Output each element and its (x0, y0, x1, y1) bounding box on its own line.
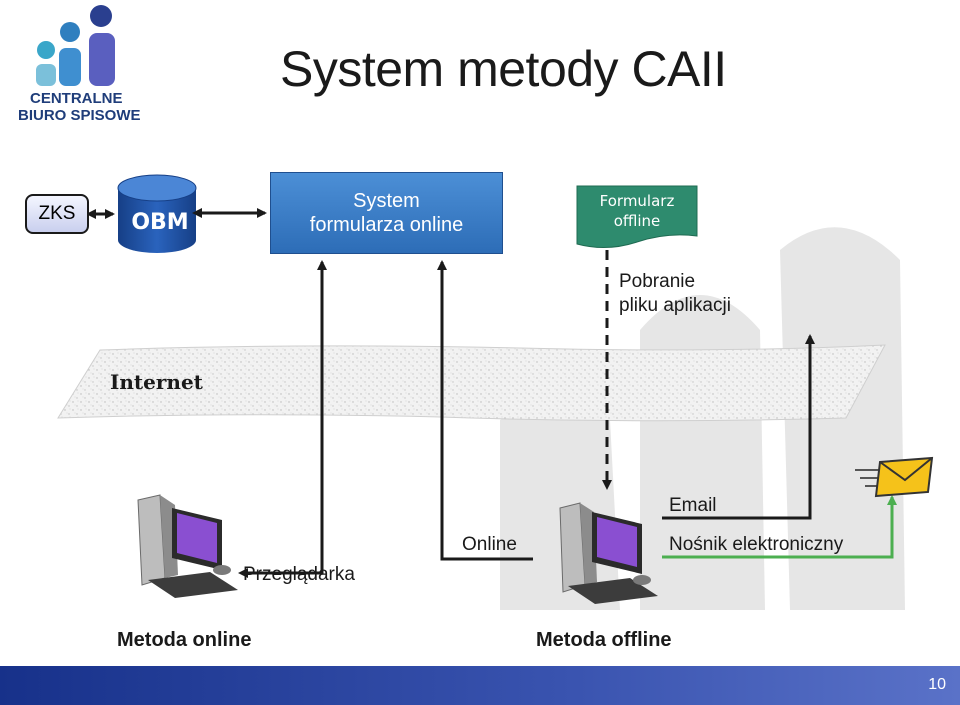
download-label: Pobranie pliku aplikacji (619, 270, 731, 318)
computer-offline-icon (559, 502, 658, 604)
cbs-logo-icon (36, 5, 115, 86)
system-line1: System (353, 190, 420, 212)
logo-line1: CENTRALNE (30, 90, 123, 107)
offline-form-label: Formularz offline (577, 191, 697, 231)
connectors (86, 208, 815, 578)
media-connector (662, 495, 897, 559)
obm-label: OBM (131, 210, 189, 235)
method-offline-label: Metoda offline (536, 629, 672, 651)
download-line2: pliku aplikacji (619, 295, 731, 316)
online-form-system-box: System formularza online (270, 172, 503, 254)
online-label: Online (462, 534, 517, 555)
form-line1: Formularz (599, 192, 675, 210)
download-line1: Pobranie (619, 271, 696, 292)
page-number: 10 (928, 676, 946, 693)
internet-label: Internet (110, 370, 203, 394)
zks-box: ZKS (25, 194, 89, 234)
email-label: Email (669, 495, 717, 516)
offline-form-document-icon (576, 185, 698, 248)
computer-online-icon (137, 494, 238, 598)
form-line2: offline (613, 212, 661, 230)
media-label: Nośnik elektroniczny (669, 534, 844, 555)
system-line2: formularza online (309, 214, 464, 236)
page-title: System metody CAII (280, 41, 727, 97)
logo-line2: BIURO SPISOWE (18, 107, 141, 124)
email-envelope-icon (855, 456, 934, 498)
browser-label: Przeglądarka (243, 564, 355, 585)
method-online-label: Metoda online (117, 629, 252, 651)
obm-database-icon (117, 174, 197, 253)
footer-bar (0, 666, 960, 705)
